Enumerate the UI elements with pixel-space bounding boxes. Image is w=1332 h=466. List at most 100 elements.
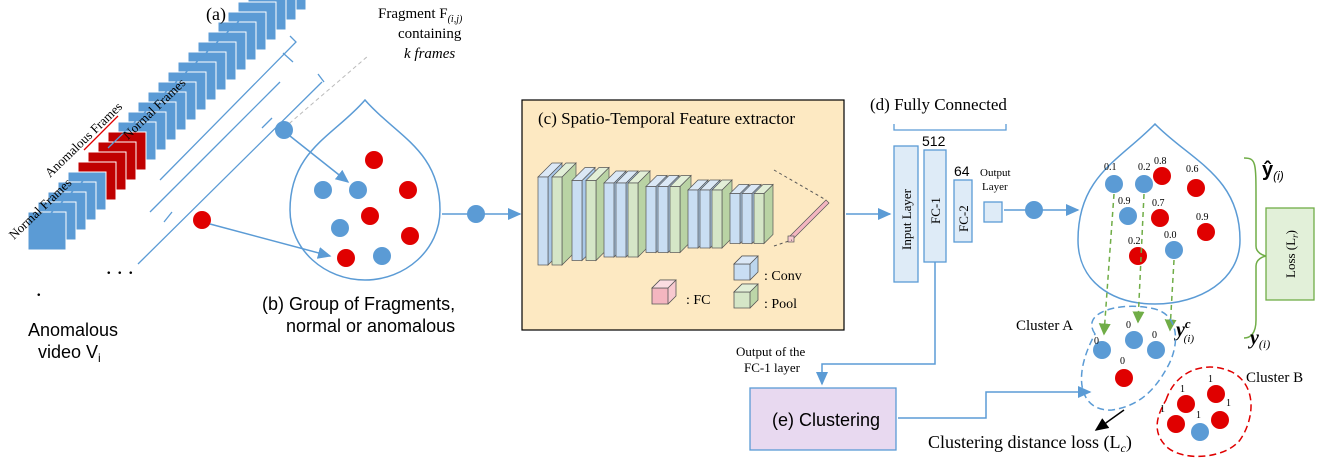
score-label: 0.9 <box>1196 212 1209 223</box>
score-label: 0.6 <box>1186 164 1199 175</box>
conv-layer <box>615 182 627 258</box>
extractor-legend <box>651 255 759 309</box>
pool-layer <box>711 189 723 249</box>
frame-rails <box>39 19 241 225</box>
fc1-units: 512 <box>922 133 946 149</box>
clustering-label: (e) Clustering <box>772 410 880 430</box>
pool-layer <box>669 186 681 253</box>
score-label: 0.7 <box>1152 198 1165 209</box>
clustering-distance-arrow <box>1094 409 1125 431</box>
cnn-layers <box>537 162 830 266</box>
clustering-box[interactable] <box>749 387 897 451</box>
scores-droplet <box>1077 122 1241 305</box>
conv-layer <box>687 189 699 249</box>
fc1-output-label-1: Output of the <box>736 344 806 359</box>
loss-bracket <box>1243 157 1269 339</box>
y-hat-label: ŷ(i) <box>1262 159 1284 183</box>
cluster-a-value: 0 <box>1152 330 1157 341</box>
fc1-label: FC-1 <box>928 197 943 224</box>
pool-layer <box>753 193 765 244</box>
fragment-red-dot <box>193 211 211 229</box>
fully-connected-title: (d) Fully Connected <box>870 95 1007 114</box>
fragment-red-arrow <box>209 223 332 259</box>
loss-r-label: Loss (Lr) <box>1283 230 1300 278</box>
cluster-b-values: 1 1 1 1 1 <box>1160 374 1231 421</box>
conv-layer <box>571 180 583 261</box>
cluster-b-value: 1 <box>1160 404 1165 415</box>
cluster-b-value: 1 <box>1196 410 1201 421</box>
conv-layer <box>645 186 657 253</box>
conv-layer <box>699 189 711 249</box>
cluster-b-dots <box>1167 385 1229 441</box>
video-label-line1: Anomalous <box>28 320 118 340</box>
cluster-a-value: 0 <box>1126 320 1131 331</box>
fragment-label-line1: Fragment F(i,j) <box>378 6 463 25</box>
loss-r-box <box>1265 207 1315 301</box>
fc-output-dot <box>1025 201 1043 219</box>
fragment-blue-arrow <box>289 135 350 183</box>
fc1-output-label-2: FC-1 layer <box>744 360 801 375</box>
score-label: 0.2 <box>1128 236 1141 247</box>
fc-bracket <box>893 124 1007 131</box>
conv-layer <box>537 176 549 266</box>
pool-layer <box>551 176 563 266</box>
cluster-a-value: 0 <box>1120 356 1125 367</box>
score-label: 0.8 <box>1154 156 1167 167</box>
legend-conv-label: : Conv <box>764 269 802 284</box>
legend-pool-label: : Pool <box>764 297 797 312</box>
assignment-arrows <box>1098 193 1177 336</box>
clustering-to-clusters-line <box>898 386 1092 419</box>
fc2-units: 64 <box>954 163 970 179</box>
fc-connector <box>773 169 827 201</box>
cluster-a-value: 0 <box>1094 336 1099 347</box>
fragment-label-line3: k frames <box>404 46 455 62</box>
clustering-distance-loss-label: Clustering distance loss (Lc) <box>928 432 1132 455</box>
input-layer-box <box>893 145 919 283</box>
score-dots <box>1105 167 1215 265</box>
conv-layer <box>729 193 741 244</box>
legend-fc-label: : FC <box>686 293 711 308</box>
cluster-b-label: Cluster B <box>1246 370 1303 386</box>
fc2-box <box>953 179 973 243</box>
video-label-line2: video Vi <box>38 342 101 365</box>
output-layer-box <box>983 201 1003 223</box>
group-output-dot <box>467 205 485 223</box>
score-label: 0.9 <box>1118 196 1131 207</box>
input-layer-label: Input Layer <box>899 188 914 250</box>
score-labels: 0.8 0.1 0.2 0.6 0.9 0.7 0.9 0.0 0.2 <box>1104 156 1209 247</box>
y-label: y(i) <box>1248 327 1270 351</box>
normal-frame <box>27 211 67 251</box>
cluster-b-value: 1 <box>1180 384 1185 395</box>
conv-layer <box>657 186 669 253</box>
fragment-group-droplet <box>289 98 441 281</box>
fragment-label-line2: containing <box>398 26 462 42</box>
y-c-label: yc(i) <box>1174 316 1194 345</box>
group-dots <box>314 151 419 267</box>
group-label-line2: normal or anomalous <box>286 316 455 336</box>
score-label: 0.0 <box>1164 230 1177 241</box>
conv-layer <box>741 193 753 244</box>
pool-layer <box>627 182 639 258</box>
stack-dot: . <box>36 276 42 301</box>
conv-layer <box>603 182 615 258</box>
fc2-label: FC-2 <box>956 205 971 232</box>
fc1-output-line <box>816 262 936 386</box>
output-layer-label-2: Layer <box>982 181 1008 193</box>
score-label: 0.2 <box>1138 162 1151 173</box>
group-label-line1: (b) Group of Fragments, <box>262 294 455 314</box>
feature-extractor-title: (c) Spatio-Temporal Feature extractor <box>538 109 795 128</box>
label-a: (a) <box>206 4 226 25</box>
cluster-a-dots <box>1093 331 1165 387</box>
cluster-b-outline <box>1156 366 1252 458</box>
stack-dots: . . . <box>106 254 134 279</box>
pool-layer-side <box>763 183 774 245</box>
fragment-brackets <box>137 35 325 265</box>
fragment-callout-line <box>283 55 369 129</box>
output-layer-label-1: Output <box>980 167 1011 179</box>
pool-layer <box>585 180 597 261</box>
cluster-b-value: 1 <box>1208 374 1213 385</box>
fragment-blue-dot <box>275 121 293 139</box>
cluster-a-values: 0 0 0 0 <box>1094 320 1157 367</box>
cluster-b-value: 1 <box>1226 398 1231 409</box>
